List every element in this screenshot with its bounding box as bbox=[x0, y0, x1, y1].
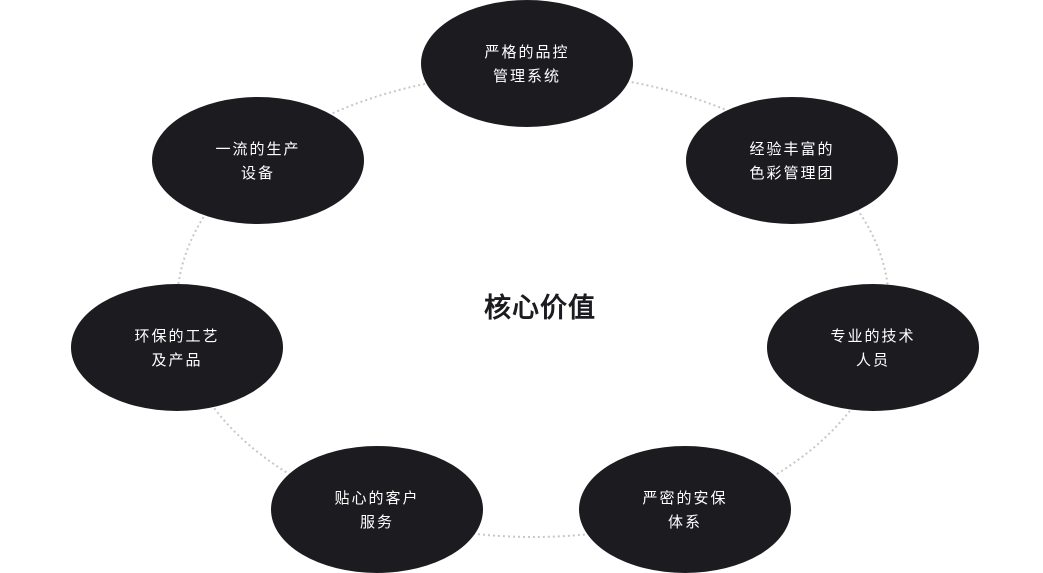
node-professional-staff: 专业的技术 人员 bbox=[767, 284, 979, 411]
node-label-line-1: 专业的技术 bbox=[830, 326, 916, 345]
node-label-line-1: 贴心的客户 bbox=[334, 488, 420, 507]
node-eco-process-products: 环保的工艺 及产品 bbox=[71, 284, 283, 411]
node-label-line-2: 及产品 bbox=[151, 350, 203, 369]
node-label-line-1: 严格的品控 bbox=[484, 42, 570, 61]
node-customer-service: 贴心的客户 服务 bbox=[271, 446, 483, 573]
core-value-title: 核心价值 bbox=[484, 293, 596, 324]
node-label-line-1: 环保的工艺 bbox=[134, 326, 220, 345]
node-label-line-2: 人员 bbox=[855, 350, 890, 369]
node-security-system: 严密的安保 体系 bbox=[579, 446, 791, 573]
node-label-line-2: 色彩管理团 bbox=[749, 163, 835, 182]
node-label-line-2: 服务 bbox=[359, 512, 394, 531]
node-label-line-2: 设备 bbox=[240, 163, 275, 182]
node-label-line-1: 一流的生产 bbox=[215, 139, 301, 158]
node-quality-control-system: 严格的品控 管理系统 bbox=[421, 0, 633, 127]
node-label-line-2: 管理系统 bbox=[492, 66, 561, 85]
node-color-management-team: 经验丰富的 色彩管理团 bbox=[686, 97, 898, 224]
node-label-line-1: 经验丰富的 bbox=[749, 139, 835, 158]
node-production-equipment: 一流的生产 设备 bbox=[152, 97, 364, 224]
node-label-line-2: 体系 bbox=[667, 512, 702, 531]
node-label-line-1: 严密的安保 bbox=[642, 488, 728, 507]
